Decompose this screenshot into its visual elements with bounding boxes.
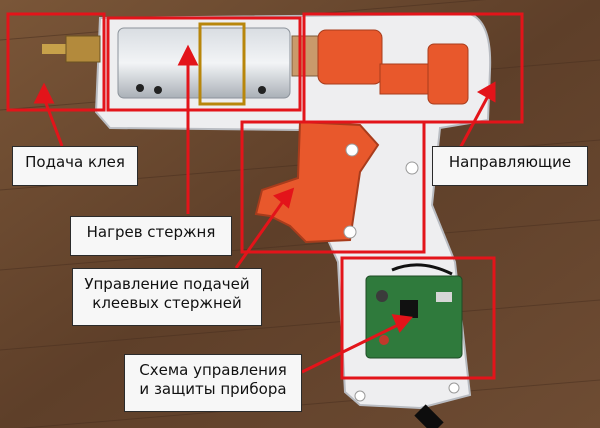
label-feed-control-line2: клеевых стержней [92,294,242,312]
label-rod-heating: Нагрев стержня [70,216,232,256]
highlight-boxes [6,12,524,380]
heating-element [117,22,291,106]
box-circuit [340,256,496,380]
callout-arrows [33,44,496,374]
label-circuit-line1: Схема управления [139,361,287,379]
label-guides: Направляющие [432,146,588,186]
label-glue-feed-text: Подача клея [25,153,125,171]
nozzle [42,35,101,63]
label-feed-control-line1: Управление подачей [84,275,250,293]
label-circuit: Схема управления и защиты прибора [124,354,302,412]
circuit-board [365,263,463,359]
label-circuit-line2: и защиты прибора [139,380,287,398]
box-feed-control [240,120,426,254]
label-guides-text: Направляющие [448,153,572,171]
housing-screws [343,143,460,402]
label-rod-heating-text: Нагрев стержня [86,223,216,241]
box-rod-heating [106,16,302,112]
label-feed-control: Управление подачей клеевых стержней [72,268,262,326]
label-glue-feed: Подача клея [12,146,138,186]
feed-mechanism [291,29,469,105]
power-cord [414,404,444,428]
box-glue-feed [6,12,106,112]
